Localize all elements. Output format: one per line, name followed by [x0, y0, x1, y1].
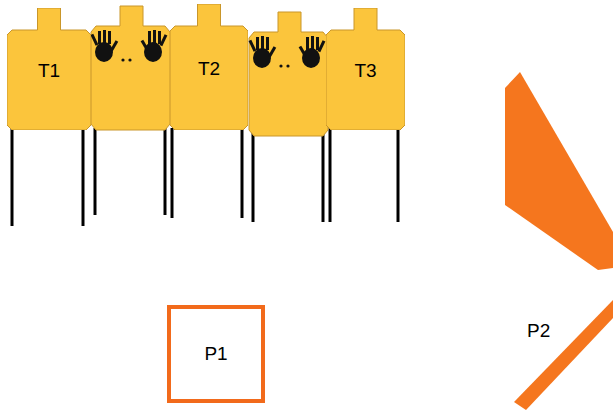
target-label: T2 [198, 58, 220, 80]
target: T3 [326, 8, 405, 130]
barrier-wall [505, 72, 613, 270]
no-shoot-target [91, 6, 170, 130]
target: T1 [7, 8, 91, 130]
shooting-position-box: P1 [167, 305, 265, 403]
position-label: P1 [204, 343, 227, 365]
target-label: T3 [354, 60, 376, 82]
target-label: T1 [38, 60, 60, 82]
fault-line [514, 300, 613, 410]
target-stands [12, 128, 398, 226]
target: T2 [170, 4, 248, 130]
position-label: P2 [527, 320, 550, 342]
no-shoot-target [249, 12, 328, 136]
